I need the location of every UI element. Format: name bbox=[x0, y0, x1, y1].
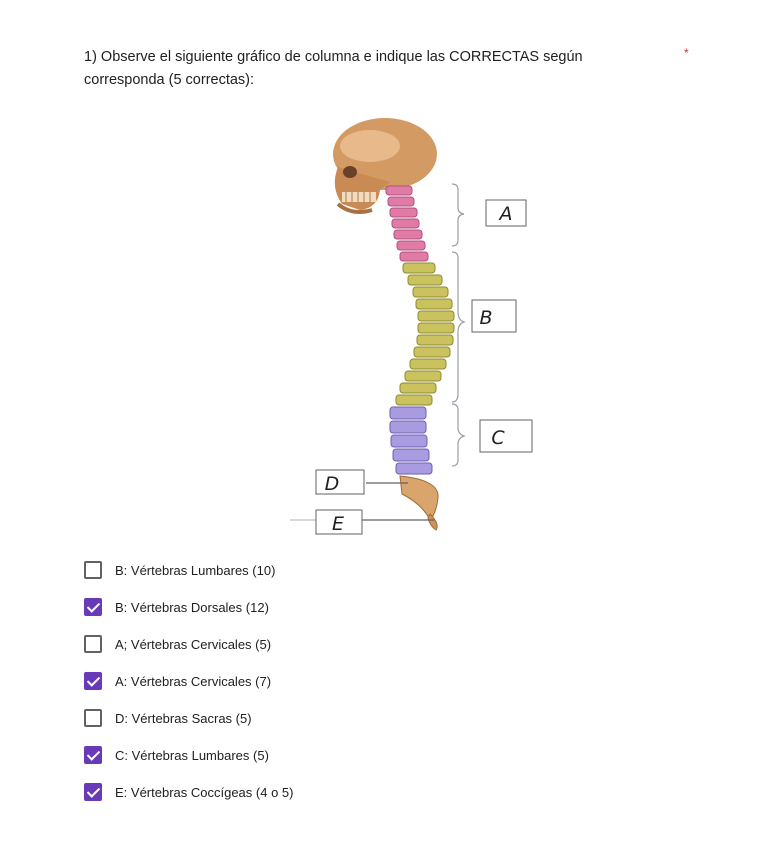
option-2[interactable]: A; Vértebras Cervicales (5) bbox=[84, 632, 293, 656]
label-box-d: D bbox=[316, 470, 364, 495]
checkbox-checked[interactable] bbox=[84, 672, 102, 690]
option-label: E: Vértebras Coccígeas (4 o 5) bbox=[115, 785, 293, 800]
thoracic-vertebrae bbox=[396, 263, 454, 405]
option-label: A: Vértebras Cervicales (7) bbox=[115, 674, 271, 689]
spine-diagram: A B C D E bbox=[290, 112, 550, 540]
option-3[interactable]: A: Vértebras Cervicales (7) bbox=[84, 669, 293, 693]
option-label: B: Vértebras Dorsales (12) bbox=[115, 600, 269, 615]
label-b: B bbox=[479, 307, 492, 329]
option-0[interactable]: B: Vértebras Lumbares (10) bbox=[84, 558, 293, 582]
option-label: B: Vértebras Lumbares (10) bbox=[115, 563, 275, 578]
option-4[interactable]: D: Vértebras Sacras (5) bbox=[84, 706, 293, 730]
cervical-vertebrae bbox=[386, 186, 428, 261]
required-asterisk: * bbox=[684, 46, 689, 60]
label-a: A bbox=[498, 203, 513, 225]
option-label: C: Vértebras Lumbares (5) bbox=[115, 748, 269, 763]
checkbox[interactable] bbox=[84, 635, 102, 653]
checkbox-checked[interactable] bbox=[84, 783, 102, 801]
label-e: E bbox=[332, 513, 344, 535]
lumbar-vertebrae bbox=[390, 407, 432, 474]
option-1[interactable]: B: Vértebras Dorsales (12) bbox=[84, 595, 293, 619]
option-5[interactable]: C: Vértebras Lumbares (5) bbox=[84, 743, 293, 767]
checkbox-options: B: Vértebras Lumbares (10) B: Vértebras … bbox=[84, 558, 293, 817]
label-box-b: B bbox=[472, 300, 516, 332]
checkbox-checked[interactable] bbox=[84, 746, 102, 764]
label-box-a: A bbox=[486, 200, 526, 226]
label-d: D bbox=[325, 473, 340, 495]
skull-image bbox=[333, 118, 437, 212]
option-6[interactable]: E: Vértebras Coccígeas (4 o 5) bbox=[84, 780, 293, 804]
checkbox-checked[interactable] bbox=[84, 598, 102, 616]
checkbox[interactable] bbox=[84, 561, 102, 579]
label-box-c: C bbox=[480, 420, 532, 452]
checkbox[interactable] bbox=[84, 709, 102, 727]
label-box-e: E bbox=[316, 510, 362, 535]
question-title: 1) Observe el siguiente gráfico de colum… bbox=[84, 46, 664, 92]
spine-illustration: A B C D E bbox=[290, 112, 550, 540]
option-label: A; Vértebras Cervicales (5) bbox=[115, 637, 271, 652]
label-c: C bbox=[491, 427, 505, 449]
sacrum-coccyx bbox=[400, 476, 438, 530]
option-label: D: Vértebras Sacras (5) bbox=[115, 711, 252, 726]
